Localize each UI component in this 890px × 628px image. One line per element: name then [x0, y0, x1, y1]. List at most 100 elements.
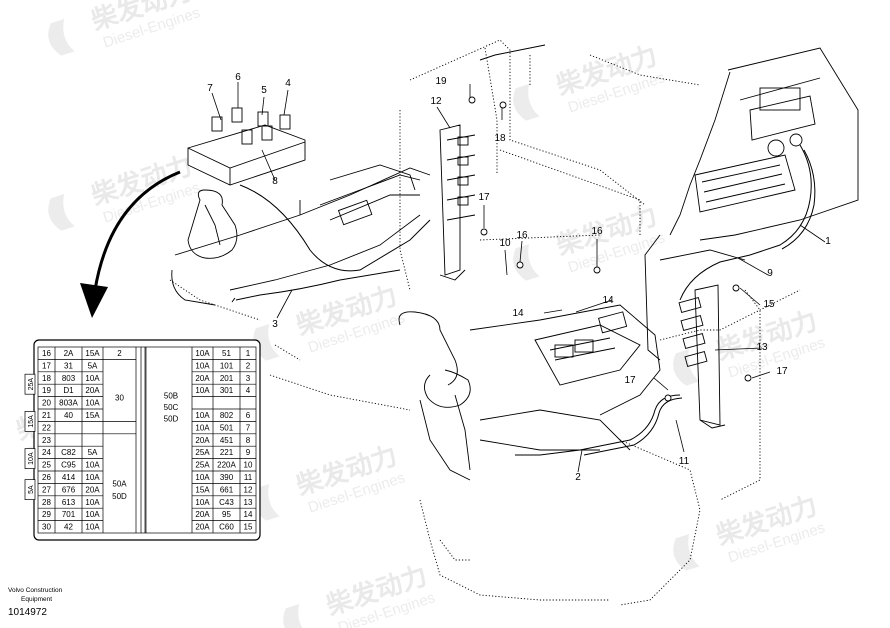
fuse-left-cell: 2A: [64, 349, 74, 358]
fuse-left-cell: D1: [63, 386, 74, 395]
fuse-side-box: [24, 411, 36, 432]
callout-6: 6: [235, 72, 241, 83]
fuse-left-cell: C95: [61, 461, 76, 470]
fuse-left-cell: 31: [64, 361, 73, 370]
fuse-mid-left-label: 50D: [112, 492, 127, 501]
fuse-left-cell: 26: [42, 473, 51, 482]
fuse-mid-right-label: 50C: [164, 403, 179, 412]
fuse-left-cell: 10A: [85, 498, 100, 507]
fuse-right-cell: 101: [220, 361, 234, 370]
callout-2: 2: [575, 472, 581, 483]
callout-10: 10: [499, 238, 511, 249]
fuse-left-cell: 10A: [85, 523, 100, 532]
fuse-right-cell: 1: [246, 349, 251, 358]
fuse-right-cell: 451: [220, 436, 234, 445]
fuse-right-cell: 201: [220, 374, 234, 383]
fuse-right-cell: 10A: [195, 498, 210, 507]
fuse-left-cell: 30: [42, 523, 51, 532]
fuse-left-cell: 42: [64, 523, 73, 532]
fuse-right-cell: 8: [246, 436, 251, 445]
fuse-right-cell: 7: [246, 423, 251, 432]
callout-13: 13: [756, 342, 768, 353]
fuse-right-cell: 661: [220, 485, 234, 494]
fuse-side-text: 10A: [28, 452, 35, 465]
bolts: [468, 96, 752, 402]
fuse-left-cell: 613: [62, 498, 76, 507]
fuse-left-cell: 21: [42, 411, 51, 420]
footer-part-number: 1014972: [8, 607, 47, 618]
fuse-side-box: [24, 448, 36, 469]
fuse-right-cell: 95: [222, 510, 231, 519]
leader-lines: [211, 82, 826, 473]
watermark-logo-icon: [48, 19, 75, 56]
fuse-right-cell: 15A: [195, 485, 210, 494]
right-console: [644, 47, 859, 361]
watermark-logo-icon: [513, 244, 540, 281]
fuse-right-cell: C43: [219, 498, 234, 507]
fuse-left-cell: 22: [42, 423, 51, 432]
fuse-right-cell: 14: [244, 510, 253, 519]
fuse-left-cell: 15A: [85, 411, 100, 420]
fuse-mid-right-label: 50D: [164, 414, 179, 423]
fuse-left-cell: 15A: [85, 349, 100, 358]
fuse-right-cell: 501: [220, 423, 234, 432]
fuse-left-cell: 24: [42, 448, 51, 457]
watermark-logo-icon: [48, 194, 75, 231]
fuse-right-cell: 2: [246, 361, 251, 370]
fuse-box: [187, 107, 306, 186]
watermark-logo-icon: [283, 604, 310, 628]
fuse-left-cell: 16: [42, 349, 51, 358]
callout-18: 18: [494, 133, 506, 144]
fuse-right-cell: 20A: [195, 436, 210, 445]
fuse-left-cell: 23: [42, 436, 51, 445]
fuse-right-cell: 221: [220, 448, 234, 457]
fuse-side-text: 5A: [28, 485, 35, 494]
fuse-mid-left-label: 50A: [112, 479, 127, 488]
fuse-left-cell: 701: [62, 510, 76, 519]
fuse-left-cell: 414: [62, 473, 76, 482]
fuse-right-cell: 10A: [195, 349, 210, 358]
fuse-right-cell: 10A: [195, 423, 210, 432]
fuse-right-cell: 10A: [195, 473, 210, 482]
cab-outline: [169, 39, 801, 606]
callout-8: 8: [272, 176, 278, 187]
callout-5: 5: [261, 85, 267, 96]
fuse-left-cell: 27: [42, 485, 51, 494]
callout-11: 11: [679, 456, 690, 467]
fuse-left-cell: 10A: [85, 374, 100, 383]
fuse-side-box: [24, 479, 36, 500]
fuse-left-cell: 676: [62, 485, 76, 494]
fuse-left-cell: 10A: [85, 510, 100, 519]
callout-16: 16: [591, 226, 603, 237]
fuse-left-cell: 18: [42, 374, 51, 383]
callout-12: 12: [430, 96, 442, 107]
fuse-side-box: [24, 373, 36, 395]
fuse-left-cell: 5A: [88, 361, 98, 370]
detail-arrow: [80, 170, 181, 318]
fuse-right-cell: 10A: [195, 361, 210, 370]
fuse-right-cell: 3: [246, 374, 251, 383]
fuse-right-cell: 15: [244, 523, 253, 532]
fuse-left-cell: 5A: [88, 448, 98, 457]
fuse-right-cell: 9: [246, 448, 251, 457]
fuse-left-cell: 20A: [85, 386, 100, 395]
fuse-right-cell: 4: [246, 386, 251, 395]
fuse-side-text: 15A: [28, 415, 35, 428]
fuse-mid-left-label: 30: [115, 394, 124, 403]
fuse-left-cell: 10A: [85, 461, 100, 470]
fuse-right-cell: 802: [220, 411, 234, 420]
fuse-left-cell: 2: [117, 349, 122, 358]
callout-17: 17: [478, 192, 490, 203]
fuse-right-cell: 51: [222, 349, 231, 358]
